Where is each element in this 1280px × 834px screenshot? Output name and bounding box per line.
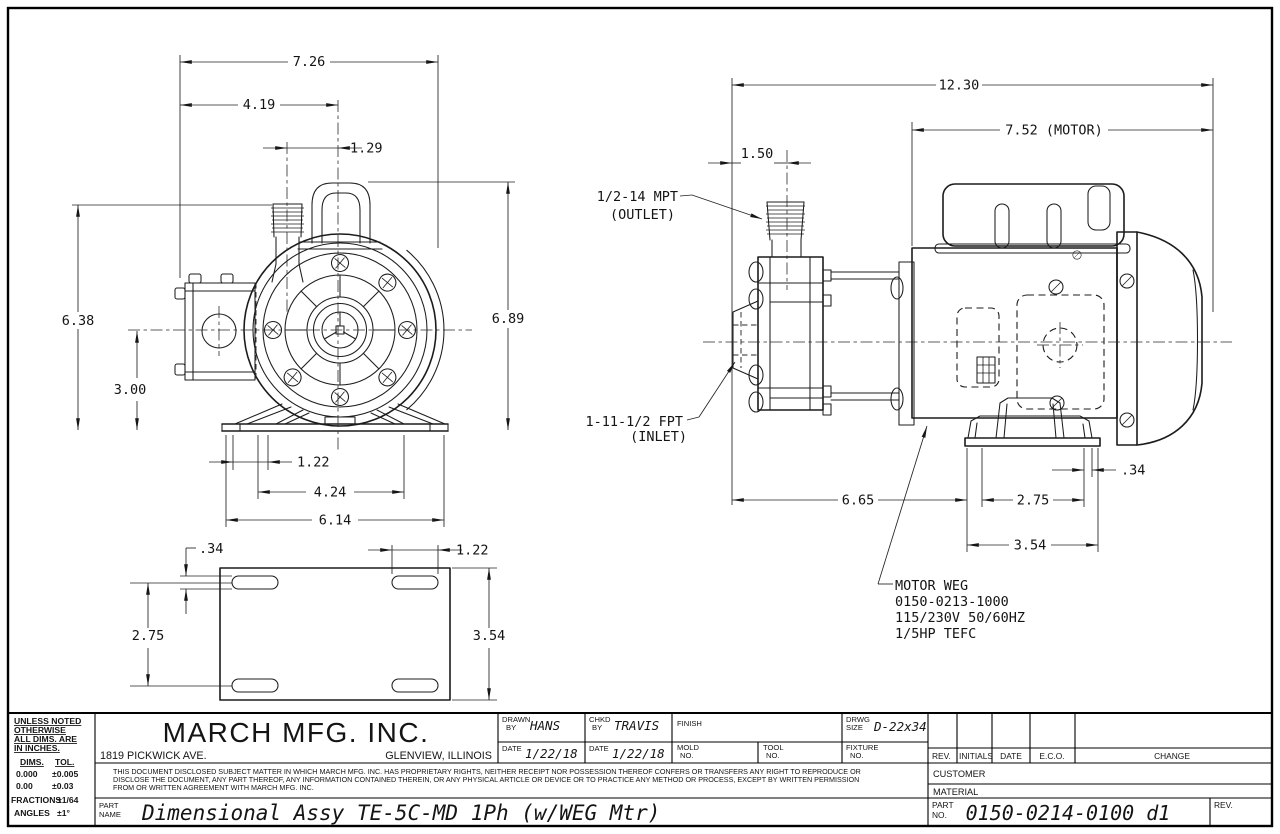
mold-no-label1: MOLD (677, 743, 699, 752)
front-view-pump (128, 100, 472, 452)
tolerance-note-line4: IN INCHES. (14, 743, 60, 753)
part-no-label2: NO. (932, 810, 947, 820)
chkd-by-label1: CHKD (589, 715, 611, 724)
dim-front-foot-slot-offset: 1.22 (297, 455, 330, 471)
drawn-by-label2: BY (506, 723, 516, 732)
chkd-date-label: DATE (589, 744, 609, 753)
rev-table-rev-header: REV. (932, 751, 951, 761)
company-city: GLENVIEW, ILLINOIS (385, 750, 492, 762)
company-name: MARCH MFG. INC. (163, 717, 430, 748)
dim-front-width-to-center: 4.19 (243, 97, 276, 113)
dim-front-foot-holes-width: 4.24 (314, 485, 347, 501)
tolerance-dims-header: DIMS. (20, 757, 44, 767)
dim-plate-slot-length: 1.22 (456, 543, 489, 559)
side-view-assembly (703, 150, 1232, 447)
dim-side-motor-length: 7.52 (MOTOR) (1005, 123, 1103, 139)
rev-table-change-header: CHANGE (1154, 751, 1190, 761)
dim-plate-depth: 3.54 (473, 628, 506, 644)
dim-front-base-width: 6.14 (319, 513, 352, 529)
title-block: UNLESS NOTED OTHERWISE ALL DIMS. ARE IN … (8, 712, 1272, 826)
drwg-size-label2: SIZE (846, 723, 863, 732)
dim-side-inlet-to-foot: 6.65 (842, 493, 875, 509)
drawn-date-label: DATE (502, 744, 522, 753)
dim-front-overall-width: 7.26 (293, 54, 326, 70)
callout-inlet-line1: 1-11-1/2 FPT (585, 414, 683, 430)
company-address: 1819 PICKWICK AVE. (100, 750, 207, 762)
callout-motor-note-line4: 1/5HP TEFC (895, 626, 976, 642)
side-view-dimensions: 12.30 7.52 (MOTOR) 1.50 6.65 2.75 3.54 .… (708, 78, 1214, 554)
tolerance-note-line1: UNLESS NOTED (14, 716, 81, 726)
base-plate-view (219, 567, 451, 701)
dim-front-height-to-handle: 6.89 (492, 311, 525, 327)
callout-inlet-line2: (INLET) (630, 429, 687, 445)
tolerance-row1-tol: ±0.005 (52, 769, 78, 779)
rev-label: REV. (1214, 800, 1233, 810)
dim-side-foot-length: 3.54 (1014, 538, 1047, 554)
callout-motor-note-line2: 0150-0213-1000 (895, 594, 1009, 610)
part-name-label1: PART (99, 801, 119, 810)
rev-table-eco-header: E.C.O. (1039, 751, 1064, 761)
tolerance-row4-tol: ±1° (57, 808, 70, 818)
chkd-date-value: 1/22/18 (612, 746, 665, 761)
rev-table-initials-header: INITIALS (959, 751, 993, 761)
part-name-label2: NAME (99, 810, 121, 819)
fixture-no-label2: NO. (850, 751, 864, 760)
dim-front-height-overall: 6.38 (62, 313, 95, 329)
tolerance-note-line3: ALL DIMS. ARE (14, 734, 77, 744)
chkd-by-value: TRAVIS (614, 718, 659, 733)
chkd-by-label2: BY (592, 723, 602, 732)
material-label: MATERIAL (933, 787, 978, 797)
drwg-size-label1: DRWG (846, 715, 870, 724)
front-view-dimensions: 7.26 4.19 1.29 6.38 3.00 6.89 1.22 4.24 (62, 54, 525, 529)
mold-no-label2: NO. (680, 751, 694, 760)
drawn-by-value: HANS (529, 718, 560, 733)
callout-outlet-line2: (OUTLET) (610, 207, 675, 223)
part-no-value: 0150-0214-0100 d1 (966, 801, 1171, 825)
tolerance-row2-dim: 0.00 (16, 781, 33, 791)
dim-front-outlet-to-center: 1.29 (350, 141, 383, 157)
tolerance-row4-dim: ANGLES (14, 808, 50, 818)
dim-plate-hole-spacing: 2.75 (132, 628, 165, 644)
dim-plate-slot-width: .34 (199, 541, 223, 557)
dim-front-center-height: 3.00 (114, 382, 147, 398)
drwg-size-value: D-22x34 (873, 719, 927, 734)
rev-table-date-header: DATE (1000, 751, 1022, 761)
drawn-by-label1: DRAWN (502, 715, 530, 724)
tolerance-row3-tol: ±1/64 (57, 795, 79, 805)
tolerance-tol-header: TOL. (55, 757, 74, 767)
tolerance-row1-dim: 0.000 (16, 769, 38, 779)
customer-label: CUSTOMER (933, 769, 986, 779)
callout-motor-note-line3: 115/230V 50/60HZ (895, 610, 1025, 626)
base-plate-dimensions: .34 1.22 2.75 3.54 (130, 541, 506, 701)
dim-side-foot-hole-spacing: 2.75 (1017, 493, 1050, 509)
proprietary-line1: THIS DOCUMENT DISCLOSED SUBJECT MATTER I… (113, 767, 861, 776)
tolerance-row3-dim: FRACTIONS (11, 795, 61, 805)
dim-side-length-overall: 12.30 (939, 78, 980, 94)
tolerance-row2-tol: ±0.03 (52, 781, 74, 791)
proprietary-line3: FROM OR WRITTEN AGREEMENT WITH MARCH MFG… (113, 783, 314, 792)
finish-label: FINISH (677, 719, 702, 728)
fixture-no-label1: FIXTURE (846, 743, 879, 752)
dim-side-foot-slot-width: .34 (1121, 463, 1145, 479)
tool-no-label1: TOOL (763, 743, 784, 752)
sheet-border (6, 6, 1274, 828)
part-no-label1: PART (932, 800, 954, 810)
tolerance-note-line2: OTHERWISE (14, 725, 66, 735)
callouts: 1/2-14 MPT (OUTLET) 1-11-1/2 FPT (INLET)… (585, 189, 1025, 642)
part-name-value: Dimensional Assy TE-5C-MD 1Ph (w/WEG Mtr… (141, 801, 660, 825)
drawn-date-value: 1/22/18 (525, 746, 578, 761)
dim-side-inlet-to-outlet: 1.50 (741, 146, 774, 162)
proprietary-line2: DISCLOSE THE DOCUMENT, ANY PART THEREOF,… (113, 775, 859, 784)
callout-motor-note-line1: MOTOR WEG (895, 578, 968, 594)
tool-no-label2: NO. (766, 751, 780, 760)
callout-outlet-line1: 1/2-14 MPT (597, 189, 678, 205)
